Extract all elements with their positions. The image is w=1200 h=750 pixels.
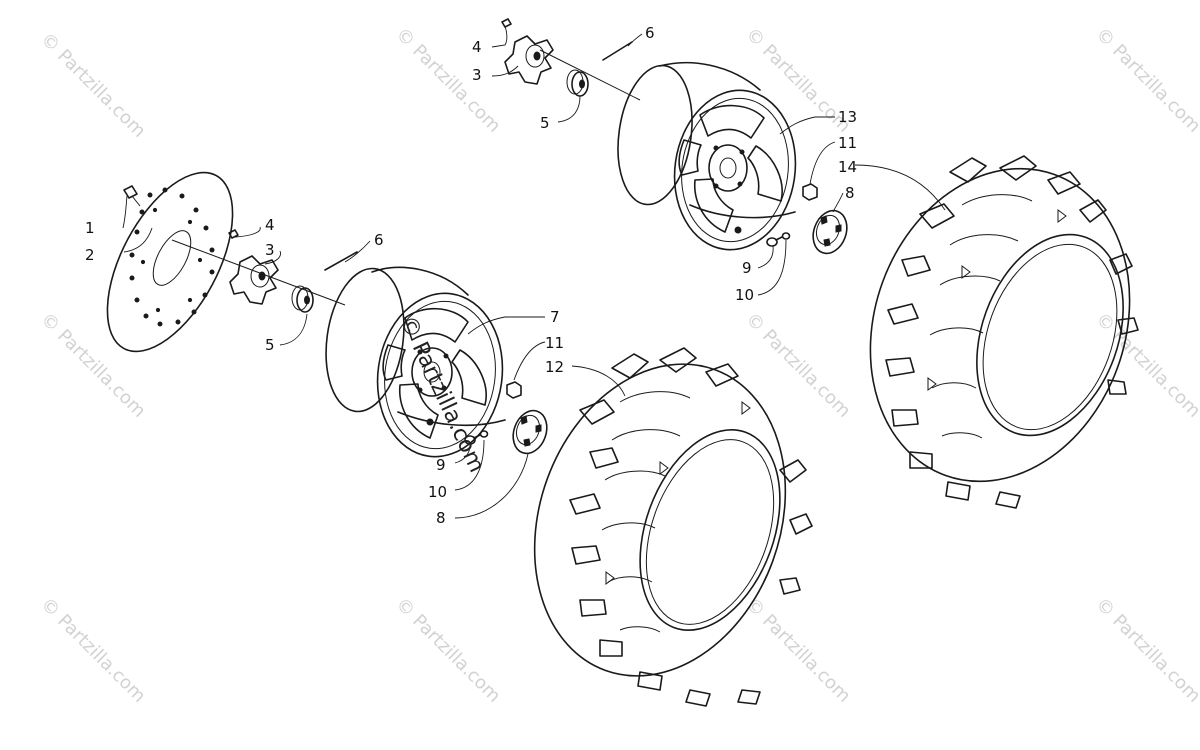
center-cap xyxy=(812,209,848,255)
callout-11: 11 xyxy=(838,134,857,152)
callout-1: 1 xyxy=(85,219,95,237)
watermark-text: © Partzilla.com xyxy=(391,24,504,137)
watermark-text: © Partzilla.com xyxy=(36,29,149,142)
watermark-text: © Partzilla.com xyxy=(391,594,504,707)
callout-11: 11 xyxy=(545,334,564,352)
callout-3: 3 xyxy=(265,241,275,259)
watermark-text: © Partzilla.com xyxy=(741,309,854,422)
callout-7: 7 xyxy=(550,308,560,326)
callout-9: 9 xyxy=(436,456,446,474)
watermark-text: © Partzilla.com xyxy=(36,309,149,422)
callout-8: 8 xyxy=(436,509,446,527)
callout-13: 13 xyxy=(838,108,857,126)
callout-6: 6 xyxy=(645,24,655,42)
tire-front xyxy=(533,347,813,707)
center-watermark: © Partzilla.com xyxy=(395,312,489,476)
watermark-grid: © Partzilla.com © Partzilla.com © Partzi… xyxy=(36,24,1200,707)
callout-9: 9 xyxy=(742,259,752,277)
lug-nut xyxy=(802,183,818,201)
callout-4: 4 xyxy=(472,38,482,56)
callout-14: 14 xyxy=(838,158,857,176)
watermark-text: © Partzilla.com xyxy=(1091,594,1200,707)
tire-rear xyxy=(869,155,1139,509)
brake-disc xyxy=(106,171,234,353)
valve-stem xyxy=(766,236,783,247)
cotter-pin xyxy=(602,41,633,61)
callout-5: 5 xyxy=(265,336,275,354)
callout-10: 10 xyxy=(428,483,447,501)
callout-3: 3 xyxy=(472,66,482,84)
wheel-bearing xyxy=(566,69,589,97)
axle-centerline xyxy=(171,239,346,306)
hub-stud xyxy=(501,18,512,28)
watermark-text: © Partzilla.com xyxy=(1091,309,1200,422)
valve-stem xyxy=(464,434,481,445)
watermark-text: © Partzilla.com xyxy=(741,594,854,707)
wheel-bearing xyxy=(291,285,314,313)
leader-lines xyxy=(122,25,946,519)
disc-bolt xyxy=(123,185,141,207)
wheel-hub xyxy=(504,35,554,85)
watermark-text: © Partzilla.com xyxy=(36,594,149,707)
cotter-pin xyxy=(324,251,358,271)
wheel-rim xyxy=(325,266,506,458)
callout-8: 8 xyxy=(845,184,855,202)
callout-labels: 1 2 3 4 5 6 7 11 12 9 10 8 4 3 6 5 13 11… xyxy=(85,24,857,527)
callout-10: 10 xyxy=(735,286,754,304)
wheel-hub xyxy=(229,255,279,305)
center-cap xyxy=(512,409,548,455)
lug-nut xyxy=(506,381,522,399)
callout-4: 4 xyxy=(265,216,275,234)
callout-6: 6 xyxy=(374,231,384,249)
wheel-rim xyxy=(617,61,797,251)
valve-cap xyxy=(781,232,791,240)
axle-centerline xyxy=(539,49,641,101)
callout-2: 2 xyxy=(85,246,95,264)
callout-5: 5 xyxy=(540,114,550,132)
valve-cap xyxy=(479,430,489,438)
callout-12: 12 xyxy=(545,358,564,376)
hub-stud xyxy=(228,229,239,239)
watermark-text: © Partzilla.com xyxy=(1091,24,1200,137)
